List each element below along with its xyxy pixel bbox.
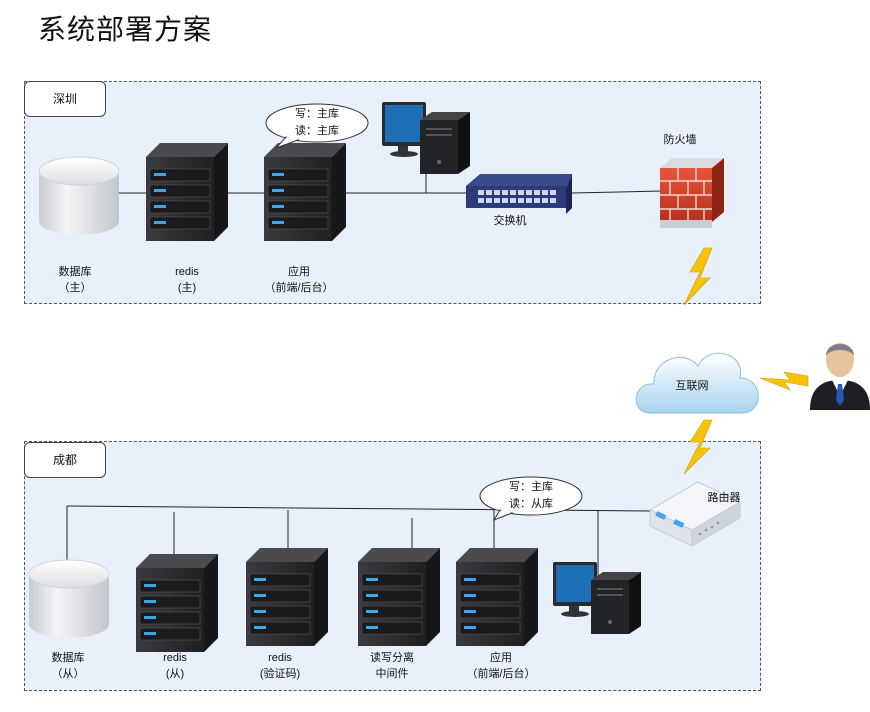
- firewall-label: 防火墙: [663, 134, 697, 146]
- sz-database-name: 数据库: [58, 266, 92, 278]
- cd-bubble-read: 读：从库: [509, 498, 553, 510]
- sz-redis-name: redis: [175, 266, 199, 278]
- router-label: 路由器: [707, 492, 741, 504]
- cd-redis-captcha-label: redis (验证码): [240, 650, 320, 682]
- sz-bubble-text: 写：主库 读：主库: [277, 106, 357, 140]
- sz-database-icon: [38, 156, 120, 236]
- sz-rw-bubble: [265, 103, 369, 149]
- zone-label-shenzhen: 深圳: [24, 81, 106, 117]
- cd-redis-slave-role: (从): [165, 668, 185, 680]
- sz-redis-role: (主): [177, 282, 197, 294]
- sz-database-role: （主）: [58, 282, 92, 294]
- router-icon: [648, 481, 742, 547]
- cd-database-role: （从）: [51, 668, 85, 680]
- cd-middleware-server-icon: [357, 547, 441, 647]
- cd-app-name: 应用: [490, 652, 512, 664]
- cd-redis-slave-label: redis (从): [135, 650, 215, 682]
- zone-label-chengdu: 成都: [24, 442, 106, 478]
- cd-database-name: 数据库: [51, 652, 85, 664]
- page-title: 系统部署方案: [38, 13, 213, 46]
- cd-database-icon: [28, 559, 110, 639]
- sz-monitor-icon: [382, 102, 470, 174]
- sz-bubble-write: 写：主库: [295, 108, 339, 120]
- switch-icon: [466, 174, 572, 214]
- cd-bubble-write: 写：主库: [509, 481, 553, 493]
- cd-redis-captcha-server-icon: [245, 547, 329, 647]
- cd-middleware-name: 读写分离: [370, 652, 414, 664]
- cd-redis-slave-server-icon: [135, 553, 219, 653]
- user-icon: [810, 343, 870, 410]
- cd-app-role: （前端/后台）: [466, 668, 536, 680]
- switch-label: 交换机: [493, 215, 527, 227]
- cd-database-label: 数据库 （从）: [28, 650, 108, 682]
- cd-redis-captcha-name: redis: [268, 652, 292, 664]
- sz-redis-label: redis (主): [147, 264, 227, 296]
- cd-bubble-text: 写：主库 读：从库: [491, 479, 571, 513]
- cd-rw-bubble: [479, 476, 583, 521]
- cd-redis-captcha-role: (验证码): [259, 668, 301, 680]
- cd-redis-slave-name: redis: [163, 652, 187, 664]
- cd-middleware-role: 中间件: [375, 668, 409, 680]
- sz-app-name: 应用: [288, 266, 310, 278]
- cloud-icon: [635, 352, 759, 414]
- cd-middleware-label: 读写分离 中间件: [352, 650, 432, 682]
- sz-app-label: 应用 （前端/后台）: [254, 264, 344, 296]
- sz-redis-server-icon: [145, 142, 229, 242]
- sz-app-role: （前端/后台）: [264, 282, 334, 294]
- sz-app-server-icon: [263, 142, 347, 242]
- cd-app-label: 应用 （前端/后台）: [456, 650, 546, 682]
- sz-bubble-read: 读：主库: [295, 125, 339, 137]
- lightning-icon: [683, 247, 809, 475]
- cd-monitor-icon: [553, 562, 641, 634]
- firewall-icon: [660, 158, 724, 228]
- cd-app-server-icon: [455, 547, 539, 647]
- sz-database-label: 数据库 （主）: [35, 264, 115, 296]
- internet-label: 互联网: [675, 380, 709, 392]
